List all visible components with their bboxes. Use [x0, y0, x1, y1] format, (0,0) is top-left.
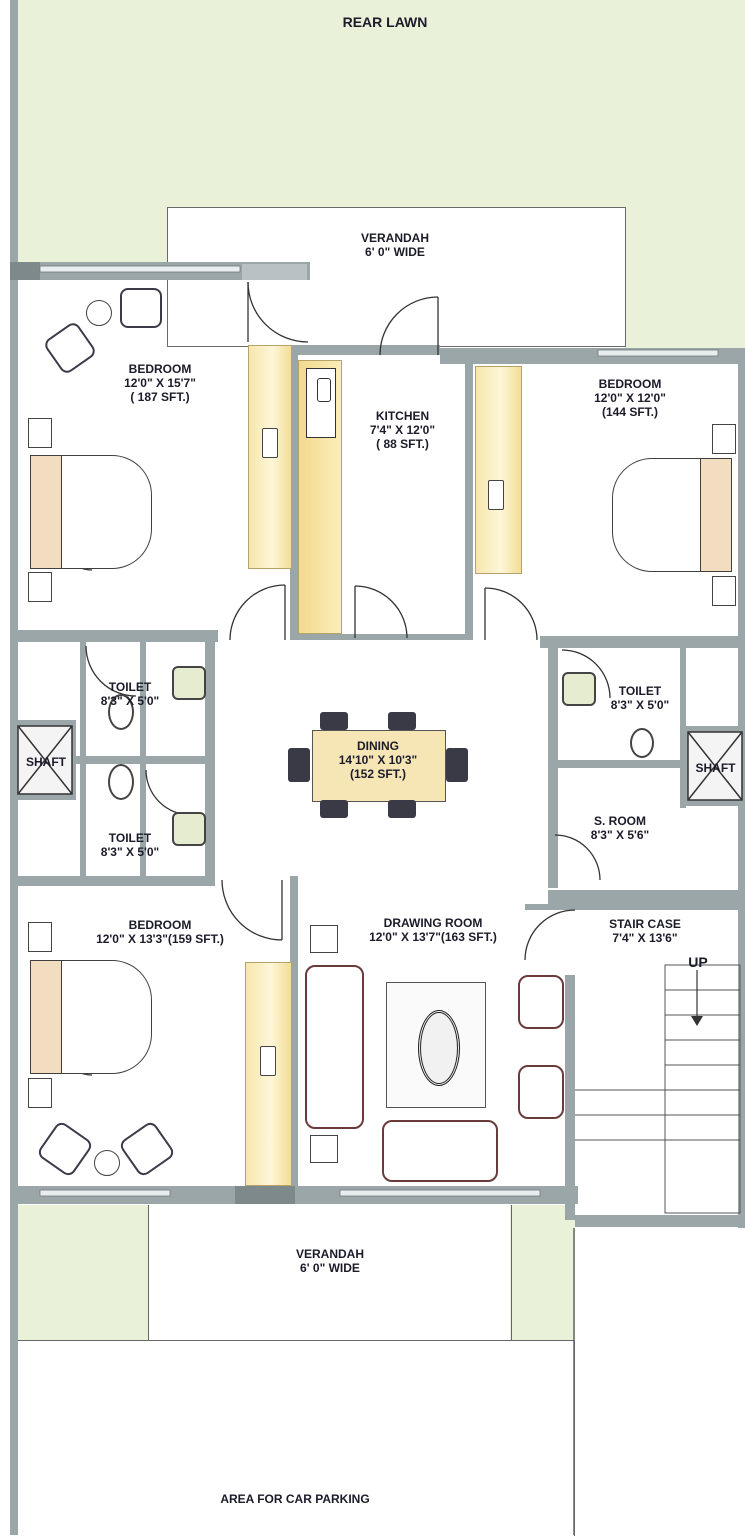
washbasin-icon [108, 694, 134, 730]
bed-bl-headboard [30, 960, 62, 1074]
bedroom-tr-label: BEDROOM 12'0" X 12'0" (144 SFT.) [565, 377, 695, 419]
shaft-left-label: SHAFT [26, 755, 66, 769]
side-table [310, 1135, 338, 1163]
shaft-right-label: SHAFT [695, 761, 736, 775]
dining-name: DINING [357, 739, 399, 753]
toilet-left-2-size: 8'3" X 5'0" [100, 844, 160, 859]
verandah-bottom-left-lawn [18, 1205, 148, 1340]
rear-lawn-label: REAR LAWN [342, 14, 428, 30]
toilet-right-label: TOILET 8'3" X 5'0" [590, 684, 690, 713]
rear-lawn-right-strip [625, 200, 745, 350]
stove-icon [306, 368, 336, 438]
bedroom-tl-size: 12'0" X 15'7" [124, 375, 196, 390]
wardrobe-handle-icon [262, 428, 278, 458]
dining-chair-icon [288, 748, 310, 782]
bedroom-tl-name: BEDROOM [128, 362, 192, 376]
kitchen-size: 7'4" X 12'0" [369, 422, 436, 437]
verandah-bottom-right-lawn [510, 1205, 575, 1340]
bedroom-bl-name: BEDROOM [128, 918, 192, 932]
parking-label: AREA FOR CAR PARKING [220, 1492, 370, 1506]
sofa-icon [305, 965, 364, 1129]
s-room-size: 8'3" X 5'6" [590, 827, 650, 842]
armchair-icon [518, 1065, 564, 1119]
toilet-left-2-label: TOILET 8'3" X 5'0" [80, 831, 180, 860]
verandah-top-size: 6' 0" WIDE [365, 244, 425, 259]
toilet-right-size: 8'3" X 5'0" [610, 697, 670, 712]
bedroom-bl-size: 12'0" X 13'3"(159 SFT.) [96, 931, 224, 946]
sofa-icon [382, 1120, 498, 1182]
dining-area: (152 SFT.) [349, 766, 406, 781]
side-table [28, 1078, 52, 1108]
dining-table [312, 730, 446, 802]
verandah-bottom-area [148, 1205, 512, 1340]
wardrobe-bedroom-tr [475, 366, 522, 574]
washbasin-icon [108, 764, 134, 800]
stair-up-label: UP [688, 954, 708, 970]
bedroom-tr-size: 12'0" X 12'0" [594, 390, 666, 405]
s-room-name: S. ROOM [593, 814, 646, 828]
dining-chair-icon [320, 712, 348, 730]
dining-chair-icon [320, 800, 348, 818]
drawing-room-size: 12'0" X 13'7"(163 SFT.) [369, 929, 497, 944]
verandah-bottom-label: VERANDAH 6' 0" WIDE [255, 1247, 405, 1276]
bedroom-tr-name: BEDROOM [598, 377, 662, 391]
dining-chair-icon [446, 748, 468, 782]
wc-icon [172, 666, 206, 700]
wc-icon [562, 672, 596, 706]
toilet-right-name: TOILET [618, 684, 662, 698]
side-table [712, 424, 736, 454]
sink-icon [317, 378, 331, 402]
stair-case-name: STAIR CASE [609, 917, 681, 931]
armchair-icon [518, 975, 564, 1029]
dining-chair-icon [388, 712, 416, 730]
verandah-top-name: VERANDAH [360, 231, 429, 245]
kitchen-name: KITCHEN [375, 409, 430, 423]
side-table [28, 572, 52, 602]
coffee-table-icon [418, 1010, 460, 1086]
kitchen-area: ( 88 SFT.) [376, 436, 429, 451]
stair-case-label: STAIR CASE 7'4" X 13'6" [590, 917, 700, 946]
bedroom-tl-label: BEDROOM 12'0" X 15'7" ( 187 SFT.) [90, 362, 230, 404]
side-table [28, 418, 52, 448]
stair-case-size: 7'4" X 13'6" [612, 930, 678, 945]
wardrobe-handle-icon [260, 1046, 276, 1076]
bedroom-bl-label: BEDROOM 12'0" X 13'3"(159 SFT.) [60, 918, 260, 947]
dining-label: DINING 14'10" X 10'3" (152 SFT.) [318, 739, 438, 781]
round-table-icon [86, 300, 112, 326]
drawing-room-name: DRAWING ROOM [383, 916, 483, 930]
wc-icon [172, 812, 206, 846]
toilet-left-1-name: TOILET [108, 680, 152, 694]
verandah-bottom-name: VERANDAH [295, 1247, 364, 1261]
side-table [712, 576, 736, 606]
wardrobe-handle-icon [488, 480, 504, 510]
bedroom-tr-area: (144 SFT.) [601, 404, 658, 419]
bed-tr-headboard [700, 458, 732, 572]
armchair-icon [120, 288, 162, 328]
toilet-left-2-name: TOILET [108, 831, 152, 845]
dining-chair-icon [388, 800, 416, 818]
wardrobe-bedroom-bl [245, 962, 292, 1186]
side-table [28, 922, 52, 952]
bed-tl-headboard [30, 455, 62, 569]
dining-size: 14'10" X 10'3" [338, 752, 418, 767]
round-table-icon [94, 1150, 120, 1176]
toilet-left-1-size: 8'3" X 5'0" [100, 693, 160, 708]
s-room-label: S. ROOM 8'3" X 5'6" [570, 814, 670, 843]
drawing-room-label: DRAWING ROOM 12'0" X 13'7"(163 SFT.) [338, 916, 528, 945]
verandah-top-label: VERANDAH 6' 0" WIDE [320, 231, 470, 260]
toilet-left-1-label: TOILET 8'3" X 5'0" [80, 680, 180, 709]
verandah-bottom-size: 6' 0" WIDE [300, 1260, 360, 1275]
side-table [310, 925, 338, 953]
bedroom-tl-area: ( 187 SFT.) [130, 389, 190, 404]
kitchen-label: KITCHEN 7'4" X 12'0" ( 88 SFT.) [345, 409, 460, 451]
washbasin-icon [630, 728, 654, 758]
